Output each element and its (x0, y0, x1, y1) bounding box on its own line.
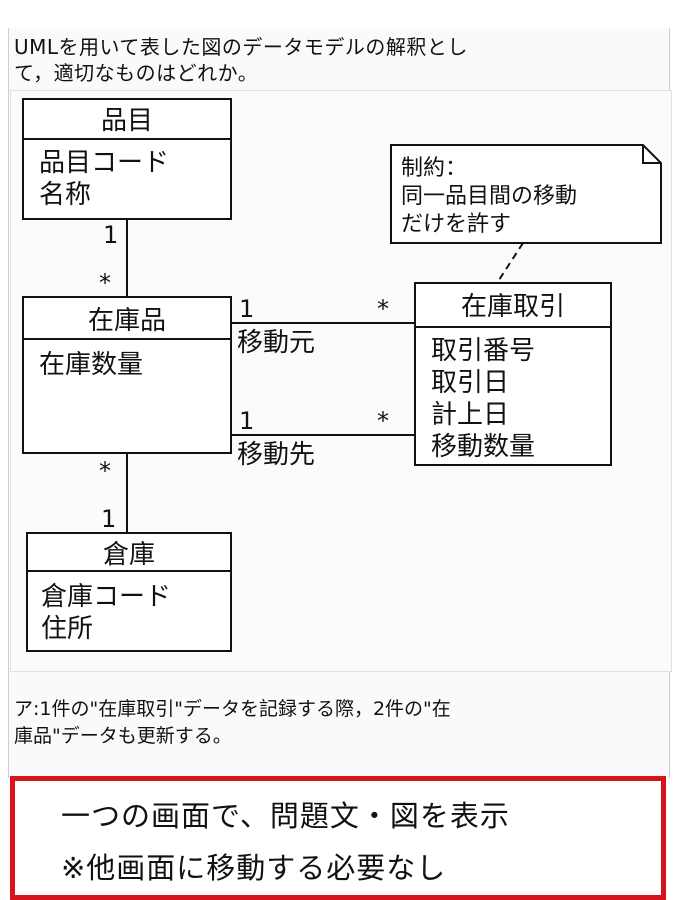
class-transaction-attr: 計上日 (431, 400, 509, 430)
assoc-source-label: 移動元 (237, 328, 315, 358)
note-anchor-line (496, 242, 524, 284)
uml-diagram: 品目 品目コード 名称 1 * 在庫品 在庫数量 1 * 移動元 1 * 移動先… (10, 90, 672, 672)
class-transaction-attr: 移動数量 (431, 432, 535, 462)
assoc-stock-warehouse-mult-top: * (99, 457, 111, 485)
class-warehouse: 倉庫 倉庫コード 住所 (26, 532, 232, 652)
class-item-attr: 品目コード (39, 148, 169, 178)
class-stock: 在庫品 在庫数量 (22, 296, 232, 454)
answer-option[interactable]: ア:1件の"在庫取引"データを記録する際，2件の"在 庫品"データも更新する。 (14, 696, 666, 750)
class-item-attr: 名称 (39, 180, 91, 210)
assoc-item-stock-mult-top: 1 (103, 221, 118, 249)
question-line-1: UMLを用いて表した図のデータモデルの解釈とし (14, 35, 468, 59)
class-transaction-attr: 取引日 (431, 368, 509, 398)
constraint-note: 制約： 同一品目間の移動 だけを許す (390, 144, 662, 244)
note-line: だけを許す (401, 212, 511, 237)
assoc-item-stock-mult-bottom: * (99, 269, 111, 297)
question-line-2: て，適切なものはどれか。 (14, 61, 259, 85)
annotation-callout: 一つの画面で、問題文・図を表示 ※他画面に移動する必要なし (10, 776, 666, 900)
class-stock-attr: 在庫数量 (39, 350, 143, 380)
callout-line-1: 一つの画面で、問題文・図を表示 (61, 799, 510, 833)
note-line: 同一品目間の移動 (401, 184, 577, 209)
class-warehouse-attr: 倉庫コード (41, 582, 171, 612)
note-line: 制約： (401, 156, 467, 181)
class-item-title: 品目 (101, 106, 153, 136)
class-warehouse-title: 倉庫 (103, 540, 155, 570)
callout-line-2: ※他画面に移動する必要なし (61, 851, 447, 885)
answer-line-2: 庫品"データも更新する。 (14, 725, 232, 747)
class-warehouse-attr: 住所 (41, 614, 93, 644)
class-transaction-title: 在庫取引 (461, 292, 565, 322)
assoc-source-mult-left: 1 (239, 295, 254, 323)
class-transaction: 在庫取引 取引番号 取引日 計上日 移動数量 (414, 282, 612, 466)
assoc-dest-label: 移動先 (237, 440, 315, 470)
question-text: UMLを用いて表した図のデータモデルの解釈とし て，適切なものはどれか。 (14, 34, 664, 86)
class-transaction-attr: 取引番号 (431, 336, 535, 366)
assoc-dest-mult-right: * (377, 407, 389, 435)
class-item: 品目 品目コード 名称 (22, 98, 232, 220)
assoc-stock-warehouse-mult-bottom: 1 (101, 505, 116, 533)
assoc-dest-mult-left: 1 (239, 407, 254, 435)
class-stock-title: 在庫品 (88, 306, 166, 336)
assoc-source-mult-right: * (377, 295, 389, 323)
answer-line-1: ア:1件の"在庫取引"データを記録する際，2件の"在 (14, 698, 451, 720)
